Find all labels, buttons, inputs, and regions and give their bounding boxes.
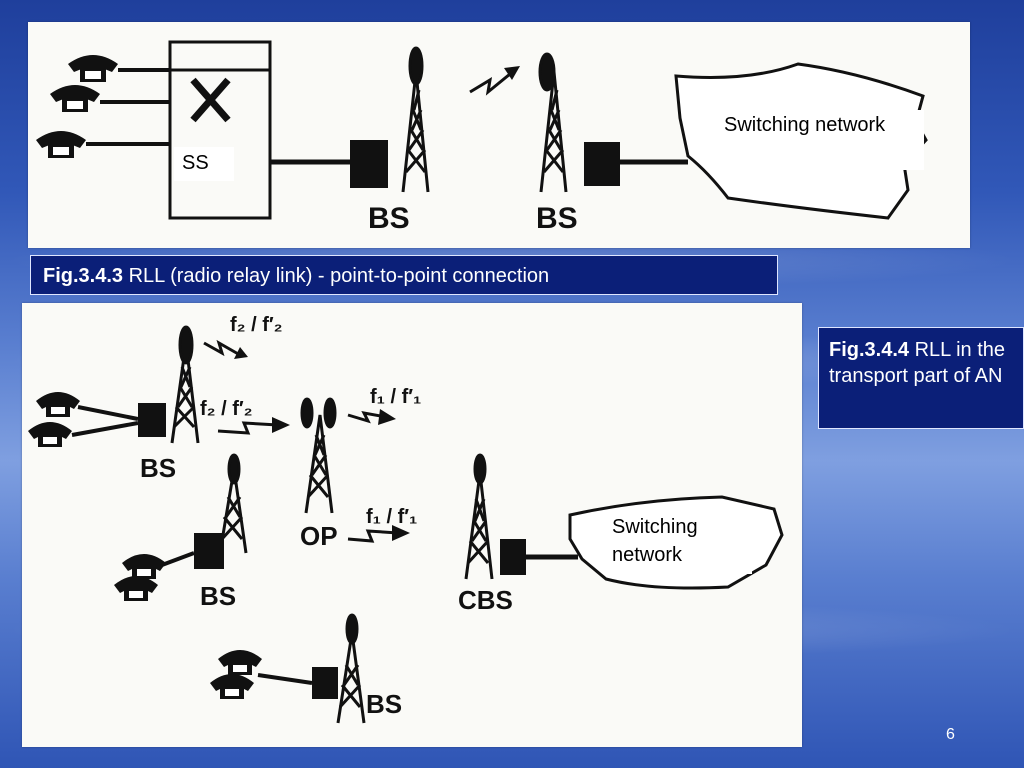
radio-tower-icon: [300, 397, 337, 514]
figure-rll-point-to-point: BS BS SS Switching network: [28, 22, 970, 248]
station-label-bs-bottom: BS: [366, 689, 402, 719]
switching-network-label-top: Switching network: [714, 110, 924, 170]
radio-link-icon: [469, 72, 511, 96]
page-number: 6: [946, 726, 955, 743]
station-label-cbs: CBS: [458, 585, 513, 615]
telephone-icon: [114, 576, 158, 601]
station-label-bs-mid: BS: [200, 581, 236, 611]
telephone-icon: [36, 131, 86, 158]
caption-text: RLL (radio relay link) - point-to-point …: [123, 265, 550, 287]
bs-label-1: BS: [368, 202, 410, 235]
telephone-icon: [36, 392, 80, 417]
bs-equipment-block: [350, 140, 388, 188]
telephone-icon: [122, 554, 166, 579]
radio-link-icon: [217, 421, 279, 435]
switching-network-label-bottom: Switching network: [604, 512, 752, 574]
telephone-icon: [68, 55, 118, 82]
link-label-f1-mid: f₁ / f′₁: [366, 506, 417, 528]
bs-equipment-block: [138, 403, 166, 437]
radio-link-icon: [347, 410, 387, 424]
link-label-f1-top: f₁ / f′₁: [370, 386, 421, 408]
telephone-icon: [218, 650, 262, 675]
switch-box: [168, 40, 272, 220]
station-label-bs-left: BS: [140, 453, 176, 483]
telephone-icon: [28, 422, 72, 447]
bs-equipment-block: [584, 142, 620, 186]
telephone-icon: [50, 85, 100, 112]
radio-link-icon: [203, 339, 241, 357]
radio-link-icon: [347, 529, 399, 543]
radio-tower-icon: [336, 613, 366, 724]
caption-fig-number: Fig.3.4.3: [43, 265, 124, 287]
radio-tower-icon: [401, 46, 430, 193]
caption-fig-3-4-3: Fig.3.4.3 RLL (radio relay link) - point…: [30, 255, 778, 295]
caption-fig-3-4-4: Fig.3.4.4 RLL in the transport part of A…: [818, 327, 1024, 429]
radio-tower-icon: [170, 325, 200, 444]
figure-rll-transport: BS f₂ / f′₂ f₂ / f′₂ OP f₁ / f′₁: [22, 303, 802, 747]
telephone-icon: [210, 674, 254, 699]
radio-tower-icon: [538, 52, 568, 193]
link-label-f2-mid: f₂ / f′₂: [200, 398, 253, 420]
caption-fig-number: Fig.3.4.4: [829, 339, 910, 361]
radio-tower-icon: [218, 453, 248, 554]
radio-tower-icon: [464, 453, 494, 580]
caption-text: RLL in the transport part of AN: [829, 339, 1006, 387]
station-label-op: OP: [300, 521, 338, 551]
bs-label-2: BS: [536, 202, 578, 235]
ss-label: SS: [174, 147, 234, 181]
bs-equipment-block: [312, 667, 338, 699]
bs-equipment-block: [194, 533, 224, 569]
cbs-equipment-block: [500, 539, 526, 575]
link-label-f2-top: f₂ / f′₂: [230, 314, 283, 336]
